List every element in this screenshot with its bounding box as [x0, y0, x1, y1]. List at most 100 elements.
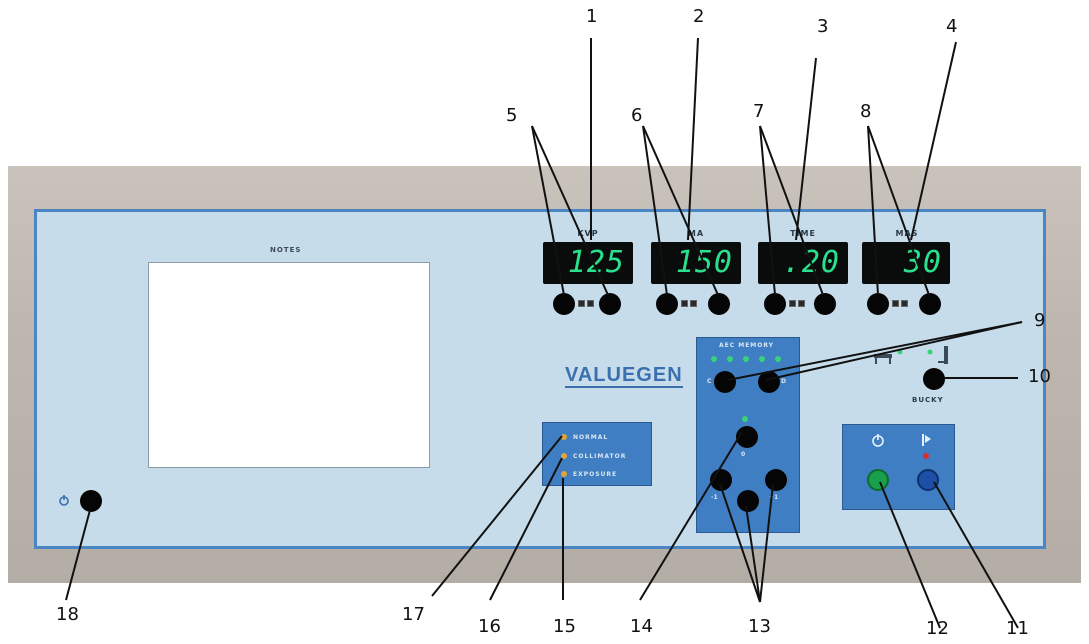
time-indicator — [798, 300, 805, 307]
callout-line-2 — [687, 37, 699, 241]
callout-4: 4 — [946, 16, 958, 37]
callout-5: 5 — [506, 105, 518, 126]
callout-line-8a — [867, 125, 879, 296]
expose-button[interactable] — [917, 469, 939, 491]
aec-led — [711, 356, 717, 362]
callout-line-8b — [867, 125, 930, 296]
exposure-module — [842, 424, 955, 510]
callout-line-13b — [745, 505, 761, 603]
memory-right-label: D — [781, 378, 786, 385]
callout-line-13c — [759, 483, 774, 603]
power-icon — [59, 495, 69, 506]
ma-display: 150 — [651, 242, 741, 284]
callout-13: 13 — [748, 616, 771, 637]
memory-left-label: C — [707, 378, 712, 385]
bucky-icons — [874, 346, 948, 364]
power-button[interactable] — [80, 490, 102, 512]
ma-indicator — [681, 300, 688, 307]
ma-indicator — [690, 300, 697, 307]
callout-18: 18 — [56, 604, 79, 625]
callout-line-14 — [639, 431, 743, 601]
callout-6: 6 — [631, 105, 643, 126]
bucky-button[interactable] — [923, 368, 945, 390]
callout-7: 7 — [753, 101, 765, 122]
ma-label: MA — [687, 229, 705, 238]
callout-11: 11 — [1006, 618, 1029, 639]
notes-label: NOTES — [270, 246, 302, 254]
callout-8: 8 — [860, 101, 872, 122]
collimator-led — [561, 453, 567, 459]
callout-line-5a — [531, 125, 565, 296]
ma-down-button[interactable] — [656, 293, 678, 315]
callout-line-6a — [642, 125, 668, 296]
aec-led — [759, 356, 765, 362]
field-right-button[interactable] — [765, 469, 787, 491]
memory-left-button[interactable] — [714, 371, 736, 393]
normal-led — [561, 434, 567, 440]
status-module: NORMAL COLLIMATOR EXPOSURE — [542, 422, 652, 486]
prep-button[interactable] — [867, 469, 889, 491]
mas-indicator — [901, 300, 908, 307]
callout-line-6b — [642, 125, 719, 296]
time-down-button[interactable] — [764, 293, 786, 315]
density-minus-label: -1 — [711, 494, 718, 501]
expose-icon — [922, 434, 931, 446]
mas-indicator — [892, 300, 899, 307]
kvp-indicator — [587, 300, 594, 307]
mas-up-button[interactable] — [919, 293, 941, 315]
callout-line-16 — [489, 457, 563, 601]
density-button[interactable] — [736, 426, 758, 448]
ma-up-button[interactable] — [708, 293, 730, 315]
aec-label: AEC MEMORY — [719, 342, 775, 349]
callout-1: 1 — [586, 6, 598, 27]
density-label: 0 — [741, 451, 746, 458]
exposure-led — [561, 471, 567, 477]
kvp-down-button[interactable] — [553, 293, 575, 315]
callout-15: 15 — [553, 616, 576, 637]
time-indicator — [789, 300, 796, 307]
callout-17: 17 — [402, 604, 425, 625]
brand-logo: VALUEGEN — [565, 364, 683, 386]
callout-9: 9 — [1034, 310, 1046, 331]
aec-led — [775, 356, 781, 362]
callout-line-9a — [727, 321, 1023, 381]
callout-line-11 — [933, 481, 1019, 629]
density-led — [742, 416, 748, 422]
callout-16: 16 — [478, 616, 501, 637]
callout-line-4 — [910, 41, 957, 241]
mas-down-button[interactable] — [867, 293, 889, 315]
exposure-label: EXPOSURE — [573, 471, 618, 478]
memory-right-button[interactable] — [758, 371, 780, 393]
callout-2: 2 — [693, 6, 705, 27]
time-up-button[interactable] — [814, 293, 836, 315]
normal-label: NORMAL — [573, 434, 609, 441]
callout-line-7b — [759, 125, 824, 296]
callout-line-5b — [531, 125, 609, 296]
brand-underline — [565, 386, 683, 388]
table-bucky-icon — [874, 349, 903, 364]
callout-line-13a — [719, 483, 761, 603]
callout-line-17 — [431, 435, 563, 597]
time-label: TIME — [790, 229, 816, 238]
callout-10: 10 — [1028, 366, 1051, 387]
bucky-label: BUCKY — [912, 396, 944, 404]
notes-area — [148, 262, 430, 468]
callout-14: 14 — [630, 616, 653, 637]
kvp-label: KVP — [577, 229, 599, 238]
callout-12: 12 — [926, 618, 949, 639]
callout-line-12 — [879, 481, 941, 629]
callout-line-7a — [759, 125, 776, 296]
collimator-label: COLLIMATOR — [573, 453, 627, 460]
kvp-up-button[interactable] — [599, 293, 621, 315]
field-center-button[interactable] — [737, 490, 759, 512]
expose-led — [923, 453, 929, 459]
callout-line-18 — [65, 509, 91, 601]
callout-line-9b — [765, 321, 1023, 381]
aec-led — [727, 356, 733, 362]
callout-3: 3 — [817, 16, 829, 37]
prep-icon — [872, 434, 884, 447]
kvp-indicator — [578, 300, 585, 307]
callout-line-3 — [795, 57, 817, 241]
wall-bucky-icon — [927, 346, 948, 364]
